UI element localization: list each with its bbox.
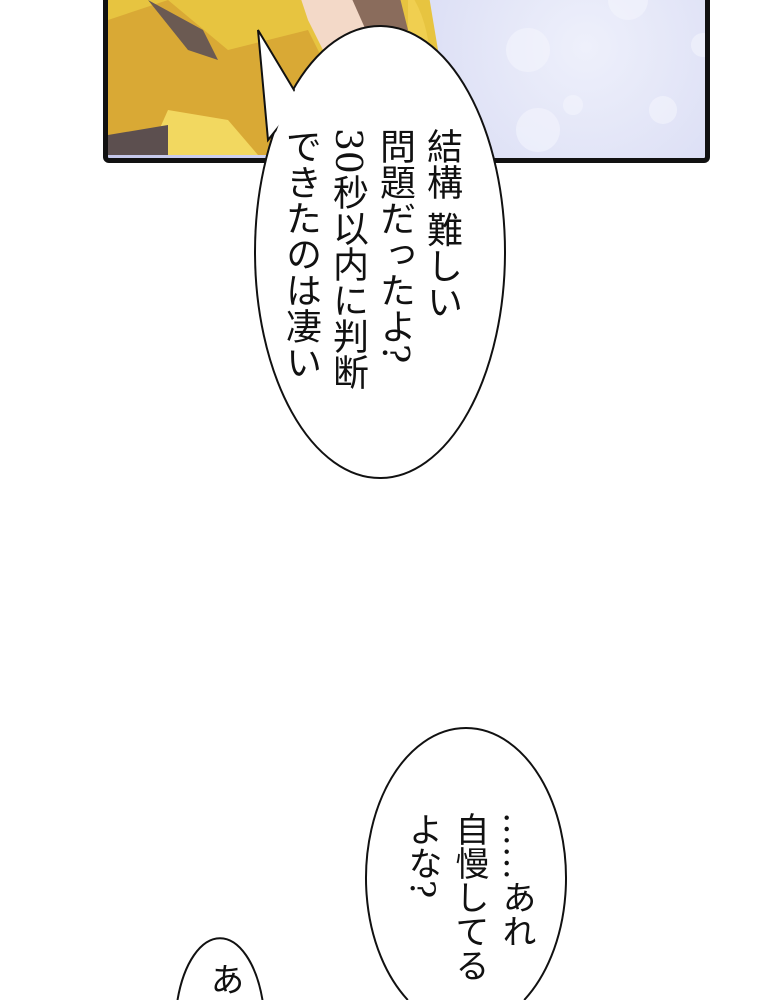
bubble-line: 問題だったよ? <box>374 128 415 364</box>
speech-bubble-1-text: 結構 難しい 問題だったよ? 30秒以内に判断 できたのは凄い <box>277 128 465 390</box>
bokeh-lights <box>506 0 705 152</box>
speech-bubble-3-shape <box>176 937 264 1000</box>
bubble-line: できたのは凄い <box>280 128 321 380</box>
bubble-line: 結構 難しい <box>421 128 462 320</box>
speech-bubble-3-text: あ <box>200 962 247 996</box>
bubble-line: 自慢してる <box>449 812 489 982</box>
speech-bubble-2-text: ……あれ 自慢してる よな? <box>398 812 539 982</box>
speech-bubble-2-shape <box>365 727 567 1000</box>
bubble-line: ……あれ <box>496 812 536 948</box>
bubble-line: あ <box>204 962 244 996</box>
speech-bubble-1-shape <box>254 25 506 479</box>
bubble-line: 30秒以内に判断 <box>327 128 368 390</box>
bubble-line: よな? <box>402 812 442 899</box>
